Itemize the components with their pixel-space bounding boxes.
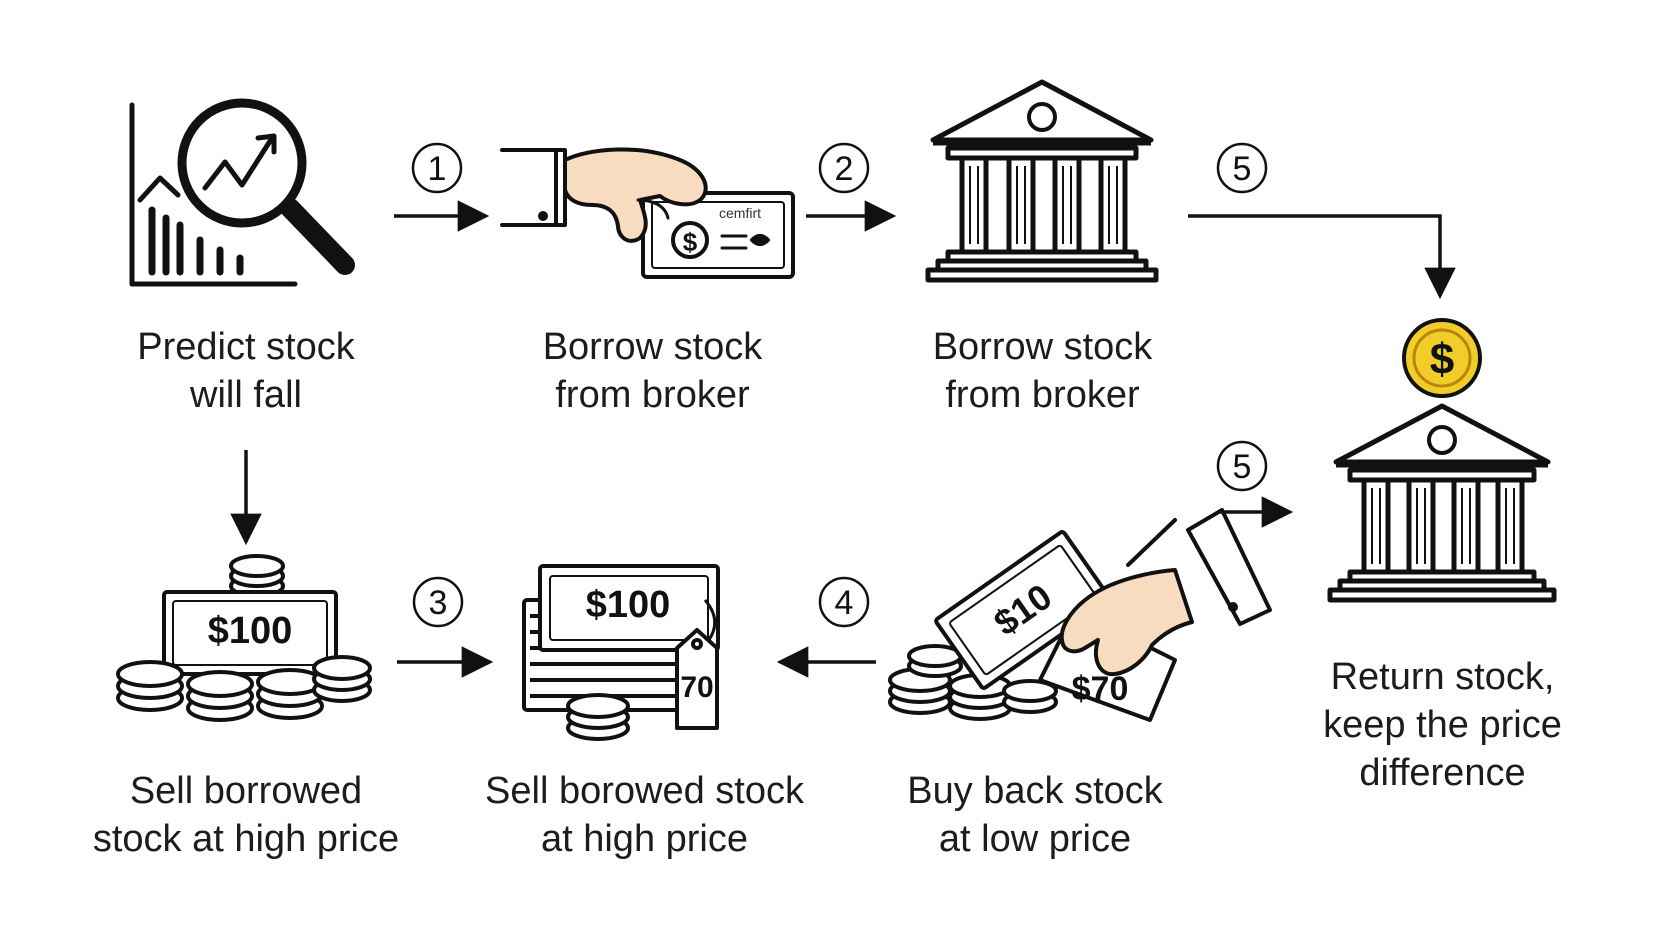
caption-return: Return stock, keep the price difference	[1323, 656, 1562, 794]
hand-cash-icon: $ cemfirt	[500, 147, 795, 279]
cheque-word: cemfirt	[719, 205, 761, 221]
bank-with-coin-icon: $	[1327, 318, 1557, 603]
svg-text:1: 1	[428, 150, 447, 188]
caption-borrow-1: Borrow stock from broker	[542, 326, 763, 416]
arrow-5-top	[1188, 214, 1456, 300]
step-badge-5-bottom: 5	[1216, 440, 1268, 492]
price-tag-value: 70	[680, 671, 713, 704]
caption-predict: Predict stock will fall	[137, 326, 355, 416]
bill-amount-stack: $100	[586, 584, 671, 626]
caption-borrow-2: Borrow stock from broker	[932, 326, 1153, 416]
svg-text:3: 3	[429, 584, 448, 622]
coin-symbol: $	[1430, 335, 1454, 384]
caption-sell-1: Sell borrowed stock at high price	[92, 770, 400, 860]
step-badge-4: 4	[818, 576, 870, 628]
buy-price: $70	[1072, 670, 1129, 708]
svg-text:2: 2	[835, 150, 854, 188]
bill-amount: $100	[208, 610, 293, 652]
svg-text:5: 5	[1233, 448, 1252, 486]
cash-stack-price-tag-icon: $100 70	[522, 564, 720, 741]
hand-cash-coins-icon: $70 $10	[888, 508, 1272, 722]
cash-and-coins-icon: $100	[116, 554, 372, 722]
svg-text:5: 5	[1233, 150, 1252, 188]
step-badge-1: 1	[411, 142, 463, 194]
bank-icon	[925, 79, 1159, 283]
connector-arrows	[230, 200, 1456, 678]
step-badge-5-top: 5	[1216, 142, 1268, 194]
chart-magnifier-icon	[129, 98, 355, 287]
step-badge-3: 3	[412, 576, 464, 628]
caption-sell-2: Sell borowed stock at high price	[485, 770, 804, 860]
cheque-dollar: $	[683, 227, 698, 257]
step-badge-2: 2	[818, 142, 870, 194]
gold-coin-icon: $	[1402, 318, 1482, 398]
caption-buy-back: Buy back stock at low price	[907, 770, 1163, 860]
svg-text:4: 4	[835, 584, 854, 622]
